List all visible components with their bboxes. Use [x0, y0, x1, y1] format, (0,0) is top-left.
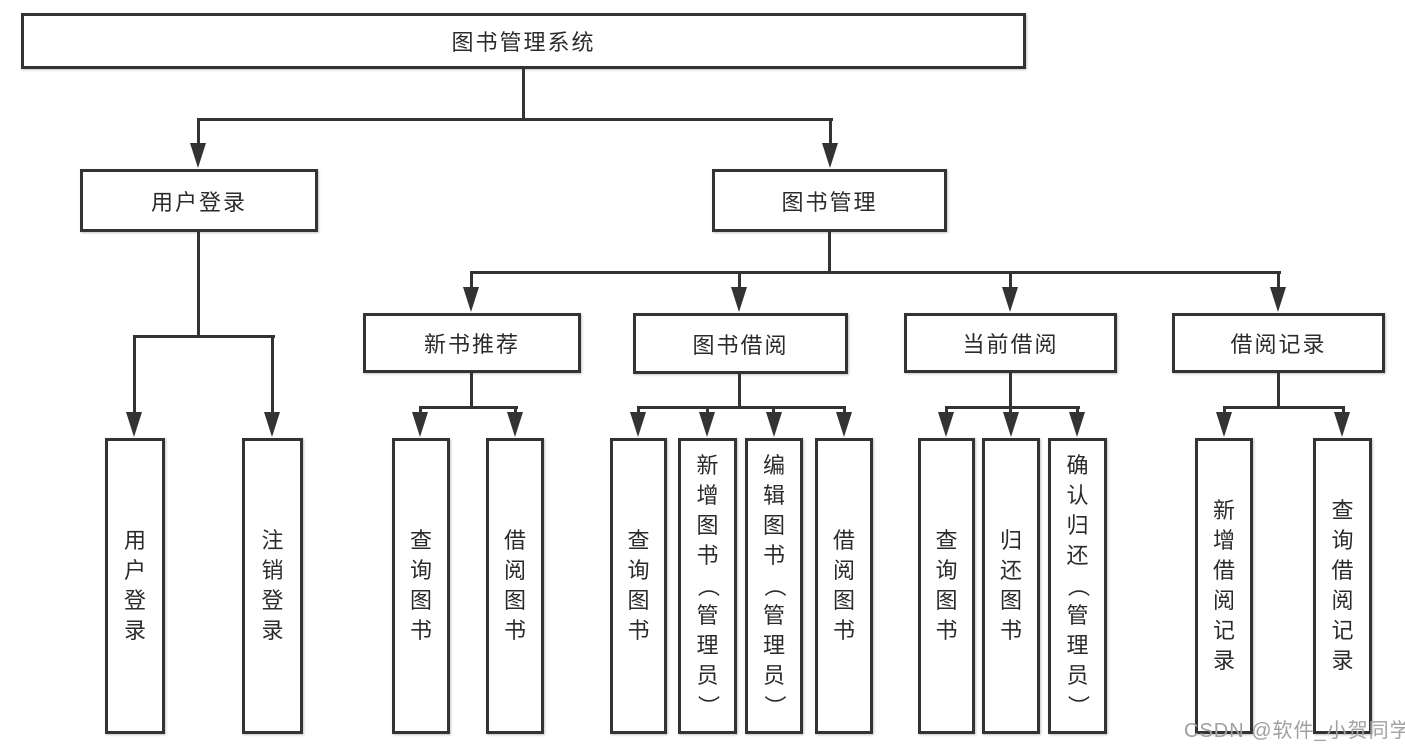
connector-line — [843, 406, 846, 415]
connector-line — [1223, 406, 1226, 415]
connector-line — [522, 69, 525, 121]
connector-line — [1009, 271, 1012, 289]
arrowhead-icon — [126, 412, 142, 437]
arrowhead-icon — [463, 287, 479, 312]
connector-line — [419, 406, 518, 409]
node-borrowing-records: 借阅记录 — [1172, 313, 1385, 373]
connector-line — [197, 118, 200, 145]
arrowhead-icon — [731, 287, 747, 312]
connector-line — [637, 406, 640, 415]
node-library-management-system: 图书管理系统 — [21, 13, 1026, 69]
leaf-current-query-books: 查询图书 — [918, 438, 975, 734]
arrowhead-icon — [699, 412, 715, 437]
arrowhead-icon — [1002, 287, 1018, 312]
leaf-records-query-record: 查询借阅记录 — [1313, 438, 1372, 734]
leaf-current-return-books: 归还图书 — [982, 438, 1040, 734]
connector-line — [470, 271, 473, 289]
connector-line — [706, 406, 709, 415]
arrowhead-icon — [822, 143, 838, 168]
connector-line — [1342, 406, 1345, 415]
leaf-borrowing-add-books-admin: 新增图书（管理员） — [678, 438, 737, 734]
node-current-borrowing: 当前借阅 — [904, 313, 1117, 373]
connector-line — [133, 335, 136, 413]
node-book-borrowing: 图书借阅 — [633, 313, 848, 374]
leaf-logout-login: 注销登录 — [242, 438, 303, 734]
connector-line — [133, 335, 275, 338]
node-new-book-recommend: 新书推荐 — [363, 313, 581, 373]
connector-line — [738, 374, 741, 409]
arrowhead-icon — [836, 412, 852, 437]
connector-line — [945, 406, 948, 415]
arrowhead-icon — [766, 412, 782, 437]
connector-line — [738, 271, 741, 289]
csdn-watermark: CSDN @软件_小贺同学 — [1184, 720, 1405, 742]
leaf-records-add-record: 新增借阅记录 — [1195, 438, 1253, 734]
leaf-borrowing-query-books: 查询图书 — [610, 438, 667, 734]
arrowhead-icon — [1216, 412, 1232, 437]
connector-line — [197, 232, 200, 338]
connector-line — [637, 406, 846, 409]
connector-line — [197, 118, 833, 121]
connector-line — [945, 406, 1080, 409]
node-book-management: 图书管理 — [712, 169, 947, 232]
connector-line — [514, 406, 517, 415]
arrowhead-icon — [630, 412, 646, 437]
leaf-borrowing-edit-books-admin: 编辑图书（管理员） — [745, 438, 803, 734]
leaf-current-confirm-return-admin: 确认归还（管理员） — [1048, 438, 1107, 734]
arrowhead-icon — [412, 412, 428, 437]
connector-line — [772, 406, 775, 415]
connector-line — [1277, 373, 1280, 409]
connector-line — [470, 271, 1281, 274]
arrowhead-icon — [1334, 412, 1350, 437]
node-user-login: 用户登录 — [80, 169, 318, 232]
leaf-newbook-query-books: 查询图书 — [392, 438, 450, 734]
arrowhead-icon — [507, 412, 523, 437]
arrowhead-icon — [1003, 412, 1019, 437]
arrowhead-icon — [190, 143, 206, 168]
connector-line — [829, 118, 832, 145]
connector-line — [1223, 406, 1345, 409]
arrowhead-icon — [1069, 412, 1085, 437]
connector-line — [470, 373, 473, 409]
connector-line — [1009, 373, 1012, 409]
leaf-borrowing-borrow-books: 借阅图书 — [815, 438, 873, 734]
arrowhead-icon — [938, 412, 954, 437]
arrowhead-icon — [264, 412, 280, 437]
connector-line — [419, 406, 422, 415]
leaf-user-login: 用户登录 — [105, 438, 165, 734]
connector-line — [828, 232, 831, 274]
connector-line — [1009, 406, 1012, 415]
connector-line — [1076, 406, 1079, 415]
leaf-newbook-borrow-books: 借阅图书 — [486, 438, 544, 734]
connector-line — [1277, 271, 1280, 289]
connector-line — [271, 335, 274, 413]
arrowhead-icon — [1270, 287, 1286, 312]
